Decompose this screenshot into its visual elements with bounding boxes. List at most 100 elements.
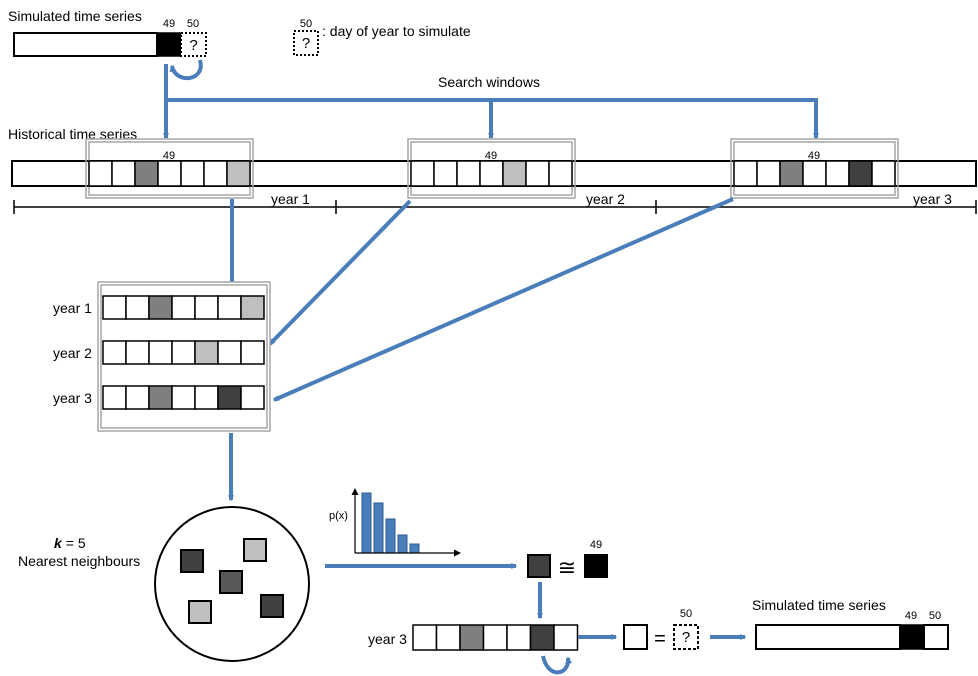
distribution-x-arrowhead: [454, 549, 461, 557]
bottom-year-label: year 3: [368, 631, 407, 647]
bottom-day-50-label: 50: [680, 608, 692, 620]
stack-row-1-cell-6: [217, 295, 242, 320]
legend-day-label: 50: [300, 18, 312, 30]
neighbour-3: [219, 570, 243, 594]
window-2-cell-4: [479, 160, 504, 187]
stack-row-3-cell-6: [217, 385, 242, 410]
knn-subtitle: Nearest neighbours: [18, 553, 140, 569]
window-1-cell-4: [157, 160, 182, 187]
stack-label-year-2: year 2: [53, 345, 92, 361]
bottom-row-cell-5: [506, 624, 532, 651]
final-day-49-label: 49: [905, 610, 917, 622]
window-2-day-label: 49: [485, 150, 497, 162]
neighbour-5: [260, 594, 284, 618]
window-2-cell-5: [502, 160, 527, 187]
arrow-to-window-3: [166, 98, 819, 140]
window-2-cell-3: [456, 160, 481, 187]
bottom-row-cell-1: [412, 624, 438, 651]
k-label: k= 5: [54, 535, 86, 551]
stack-row-1-cell-1: [102, 295, 127, 320]
distribution-bar-2: [373, 502, 384, 554]
stack-row-2-cell-3: [148, 340, 173, 365]
legend-text: : day of year to simulate: [322, 23, 471, 39]
stack-row-1-cell-4: [171, 295, 196, 320]
window-1-cell-7: [226, 160, 251, 187]
distribution-bars: [361, 492, 420, 554]
stack-row-2-cell-5: [194, 340, 219, 365]
search-windows-label: Search windows: [438, 74, 540, 90]
next-day-loop-arrow-icon: [541, 655, 573, 675]
window-2-cell-7: [548, 160, 573, 187]
legend-dashed-cell: [293, 30, 319, 56]
stacked-windows: [102, 295, 265, 410]
window-1-cell-1: [88, 160, 113, 187]
sim-series-title: Simulated time series: [8, 8, 142, 24]
window-3-cell-6: [848, 160, 873, 187]
stack-label-year-3: year 3: [53, 390, 92, 406]
distribution-bar-3: [385, 518, 396, 554]
day-50-dashed-cell: [673, 624, 699, 650]
selected-neighbour-cell: [527, 554, 551, 578]
window-1-cell-2: [111, 160, 136, 187]
final-day-49-cell: [899, 624, 925, 650]
sim-question-mark: ?: [189, 37, 197, 54]
search-window-1-outer: [85, 138, 254, 199]
target-day-49-cell: [584, 554, 608, 578]
stack-row-2-cell-2: [125, 340, 150, 365]
stack-row-3-cell-2: [125, 385, 150, 410]
final-sim-bar: [755, 624, 901, 650]
loop-arrow-icon: [169, 59, 203, 81]
stack-label-year-1: year 1: [53, 300, 92, 316]
distribution-bar-1: [361, 492, 372, 554]
window-3-cell-3: [779, 160, 804, 187]
window-3-cell-7: [871, 160, 896, 187]
bottom-year3-window: [412, 624, 579, 651]
bottom-question-mark: ?: [682, 629, 690, 646]
equals-symbol: =: [654, 628, 666, 650]
legend-question-mark: ?: [302, 35, 310, 52]
bottom-row-cell-4: [482, 624, 508, 651]
search-window-2-outer: [407, 138, 576, 199]
arrow-window2-to-stack: [268, 199, 412, 346]
stack-row-2-cell-1: [102, 340, 127, 365]
stack-row-2-cell-7: [240, 340, 265, 365]
stack-row-3-cell-5: [194, 385, 219, 410]
stack-row-3-cell-4: [171, 385, 196, 410]
distribution-y-arrowhead: [351, 488, 359, 495]
window-1-day-label: 49: [163, 150, 175, 162]
window-1-cell-5: [180, 160, 205, 187]
search-window-3-outer: [730, 138, 899, 199]
sim-day-50-label: 50: [187, 18, 199, 30]
distribution-bar-4: [397, 534, 408, 554]
match-day-label: 49: [590, 539, 602, 551]
window-3-cell-4: [802, 160, 827, 187]
sim-day-50-cell: [180, 32, 207, 57]
historical-title: Historical time series: [8, 126, 137, 142]
window-1-cell-6: [203, 160, 228, 187]
stack-row-1-cell-3: [148, 295, 173, 320]
axis-year-2: year 2: [586, 191, 625, 207]
sim-day-49-label: 49: [163, 18, 175, 30]
window-1-cell-3: [134, 160, 159, 187]
bottom-row-cell-2: [435, 624, 461, 651]
final-sim-title: Simulated time series: [752, 597, 886, 613]
window-3-cell-5: [825, 160, 850, 187]
distribution-bar-5: [409, 543, 420, 554]
stack-row-1-cell-5: [194, 295, 219, 320]
stack-row-1-cell-7: [240, 295, 265, 320]
neighbour-1: [180, 549, 204, 573]
final-day-50-label: 50: [929, 610, 941, 622]
neighbour-4: [188, 600, 212, 624]
window-2-cell-2: [433, 160, 458, 187]
next-day-cell: [623, 624, 648, 650]
stack-row-3-cell-3: [148, 385, 173, 410]
final-day-50-cell: [923, 624, 949, 650]
window-3-cell-2: [756, 160, 781, 187]
distribution-ylabel: p(x): [329, 510, 348, 522]
axis-year-1: year 1: [271, 191, 310, 207]
stack-row-1-cell-2: [125, 295, 150, 320]
year-axis: [13, 200, 977, 214]
window-2-cell-1: [410, 160, 435, 187]
arrow-window3-to-stack: [272, 197, 734, 402]
